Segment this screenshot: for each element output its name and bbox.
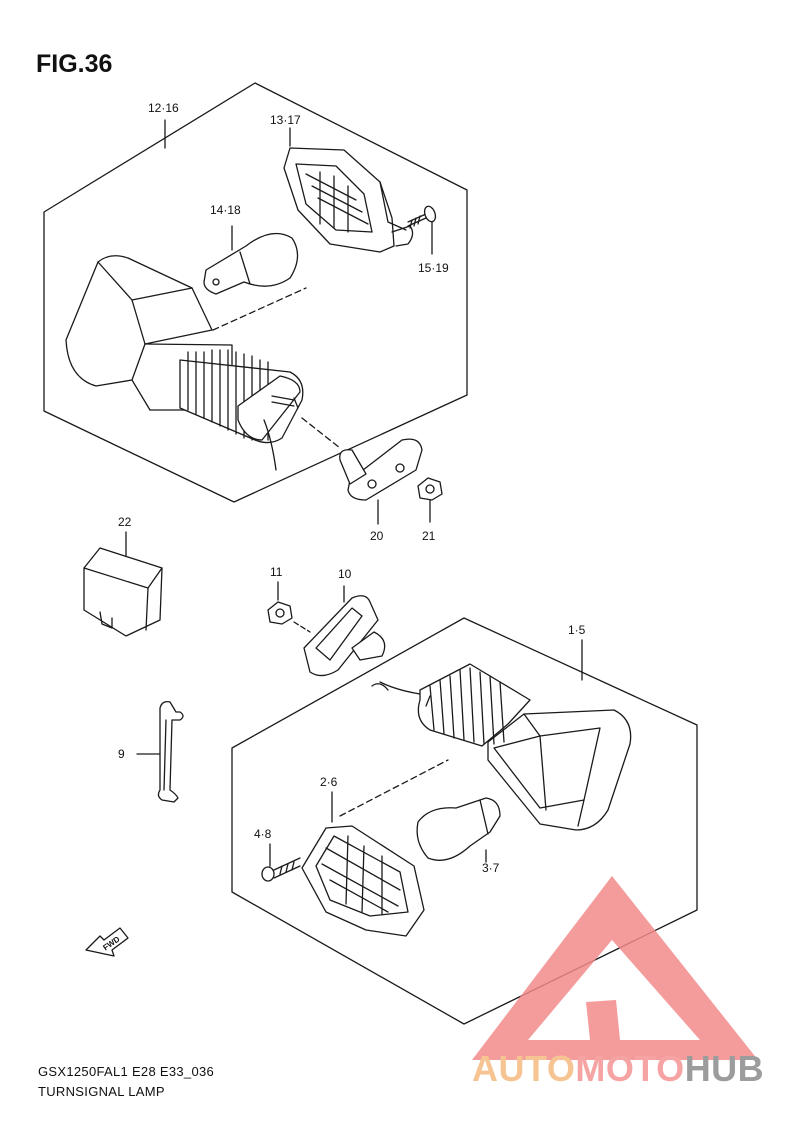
watermark-auto: AUTO <box>472 1048 576 1089</box>
label-20: 20 <box>370 529 384 543</box>
upper-assembly-frame <box>43 82 468 503</box>
lower-lamp-housing <box>371 663 632 831</box>
watermark-text: AUTOMOTOHUB <box>472 1048 764 1090</box>
upper-lens <box>283 127 414 253</box>
label-11: 11 <box>270 565 283 579</box>
label-21: 21 <box>422 529 436 543</box>
upper-nut <box>417 477 443 523</box>
label-15-19: 15·19 <box>418 261 449 275</box>
upper-bulb <box>203 225 299 295</box>
lower-gasket-plate <box>303 585 386 677</box>
wire-strap <box>136 700 184 803</box>
figure-title: FIG.36 <box>36 50 113 78</box>
upper-gasket-plate <box>339 438 423 525</box>
part-labels: 12·16 13·17 14·18 15·19 20 21 22 11 10 1… <box>101 101 585 952</box>
lower-lens <box>301 791 425 937</box>
flasher-relay <box>83 531 163 637</box>
lower-bulb <box>416 797 501 863</box>
fwd-direction-icon <box>85 927 129 957</box>
label-3-7: 3·7 <box>482 861 500 875</box>
lower-nut <box>267 581 311 633</box>
label-14-18: 14·18 <box>210 203 241 217</box>
watermark-logo <box>472 876 758 1060</box>
lower-screw <box>261 843 301 882</box>
upper-screw <box>407 205 437 255</box>
lower-assembly-frame <box>231 617 698 1025</box>
upper-lamp-housing <box>65 255 304 471</box>
watermark-moto: MOTO <box>575 1048 685 1089</box>
label-4-8: 4·8 <box>254 827 272 841</box>
watermark-hub: HUB <box>684 1048 765 1089</box>
label-2-6: 2·6 <box>320 775 338 789</box>
label-22: 22 <box>118 515 132 529</box>
model-code: GSX1250FAL1 E28 E33_036 <box>38 1064 215 1079</box>
label-10: 10 <box>338 567 352 581</box>
label-1-5: 1·5 <box>568 623 586 637</box>
label-9: 9 <box>118 747 125 761</box>
figure-caption: TURNSIGNAL LAMP <box>38 1084 165 1099</box>
label-13-17: 13·17 <box>270 113 301 127</box>
label-12-16: 12·16 <box>148 101 179 115</box>
